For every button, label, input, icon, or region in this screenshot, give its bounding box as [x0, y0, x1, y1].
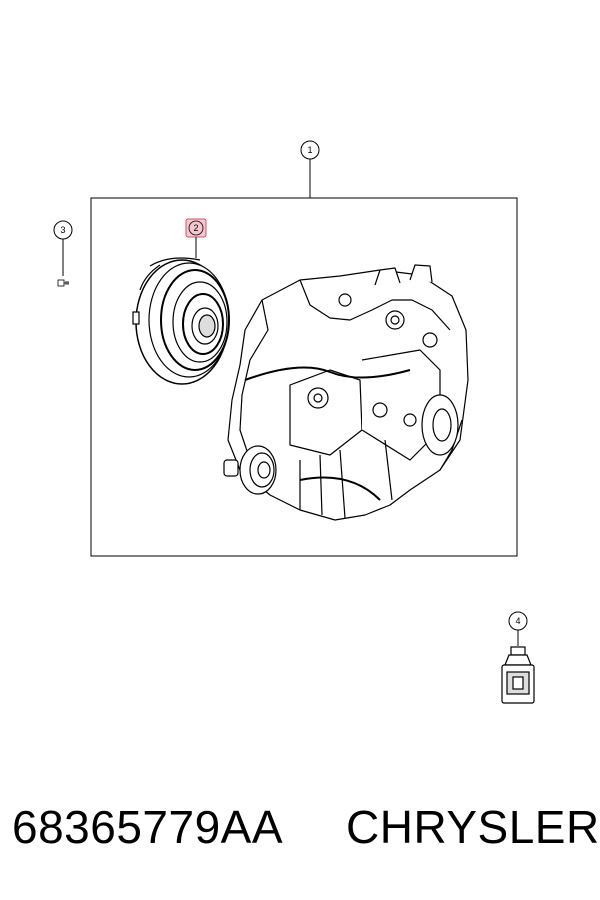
- callout-3-label: 3: [60, 225, 65, 235]
- callout-1-label: 1: [307, 145, 312, 155]
- brand-name: CHRYSLER: [346, 801, 600, 853]
- torque-converter: [132, 257, 230, 385]
- callout-2[interactable]: 2: [185, 218, 207, 258]
- transmission-assembly: [223, 264, 469, 521]
- assembly-frame: [90, 197, 518, 557]
- callout-4-label: 4: [515, 616, 520, 626]
- footer: 68365779AA CHRYSLER: [0, 800, 600, 860]
- bolt-part: [57, 279, 69, 287]
- fluid-bottle: [501, 646, 535, 704]
- callout-2-label: 2: [193, 223, 198, 233]
- callout-4[interactable]: 4: [508, 611, 528, 646]
- callout-1[interactable]: 1: [300, 140, 320, 198]
- callout-3[interactable]: 3: [53, 220, 73, 276]
- part-number: 68365779AA: [12, 801, 284, 853]
